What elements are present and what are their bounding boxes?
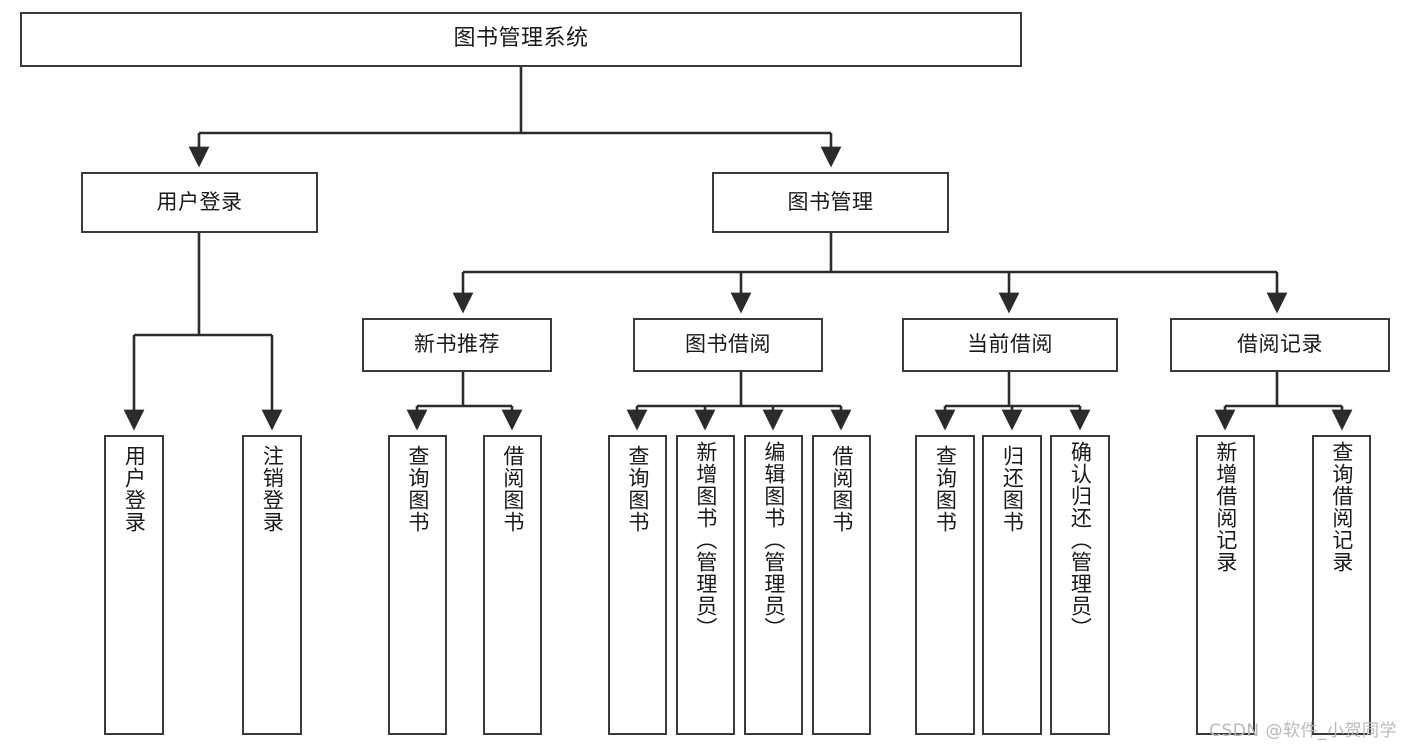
node-label: 编辑图书（管理员） xyxy=(761,441,786,639)
node-label: 借阅记录 xyxy=(1237,332,1323,357)
node-label: 归还图书 xyxy=(1000,445,1025,533)
leaf-user-login-signin[interactable]: 用户登录 xyxy=(104,435,164,735)
leaf-borrow-add-book-admin[interactable]: 新增图书（管理员） xyxy=(676,435,735,735)
node-label: 新增借阅记录 xyxy=(1213,441,1238,573)
node-current-borrow[interactable]: 当前借阅 xyxy=(902,318,1118,372)
node-user-login[interactable]: 用户登录 xyxy=(81,172,318,233)
leaf-current-confirm-return-admin[interactable]: 确认归还（管理员） xyxy=(1050,435,1110,735)
node-label: 图书管理系统 xyxy=(453,26,589,52)
node-label: 图书管理 xyxy=(787,189,874,214)
node-book-borrow[interactable]: 图书借阅 xyxy=(633,318,823,372)
node-label: 新增图书（管理员） xyxy=(693,441,718,639)
node-label: 确认归还（管理员） xyxy=(1068,441,1093,639)
node-label: 注销登录 xyxy=(260,445,285,533)
csdn-watermark: CSDN @软件_小贺同学 xyxy=(1209,721,1397,741)
node-root-system[interactable]: 图书管理系统 xyxy=(20,12,1022,67)
node-label: 图书借阅 xyxy=(685,332,771,357)
node-book-management[interactable]: 图书管理 xyxy=(712,172,949,233)
node-label: 当前借阅 xyxy=(967,332,1053,357)
node-label: 用户登录 xyxy=(156,189,243,214)
leaf-new-book-query[interactable]: 查询图书 xyxy=(388,435,447,735)
leaf-current-return-book[interactable]: 归还图书 xyxy=(982,435,1042,735)
node-label: 用户登录 xyxy=(122,445,147,533)
node-new-book-recommend[interactable]: 新书推荐 xyxy=(362,318,552,372)
leaf-borrow-query-book[interactable]: 查询图书 xyxy=(608,435,667,735)
leaf-borrow-borrow-book[interactable]: 借阅图书 xyxy=(812,435,871,735)
node-label: 查询图书 xyxy=(933,445,958,533)
node-borrow-records[interactable]: 借阅记录 xyxy=(1170,318,1390,372)
leaf-user-login-signout[interactable]: 注销登录 xyxy=(242,435,302,735)
node-label: 查询借阅记录 xyxy=(1329,441,1354,573)
leaf-borrow-edit-book-admin[interactable]: 编辑图书（管理员） xyxy=(744,435,803,735)
node-label: 查询图书 xyxy=(625,445,650,533)
leaf-current-query-book[interactable]: 查询图书 xyxy=(915,435,975,735)
leaf-new-book-borrow[interactable]: 借阅图书 xyxy=(483,435,542,735)
leaf-records-add-record[interactable]: 新增借阅记录 xyxy=(1196,435,1255,735)
node-label: 新书推荐 xyxy=(414,332,500,357)
node-label: 查询图书 xyxy=(405,445,430,533)
node-label: 借阅图书 xyxy=(500,445,525,533)
node-label: 借阅图书 xyxy=(829,445,854,533)
leaf-records-query-record[interactable]: 查询借阅记录 xyxy=(1312,435,1371,735)
